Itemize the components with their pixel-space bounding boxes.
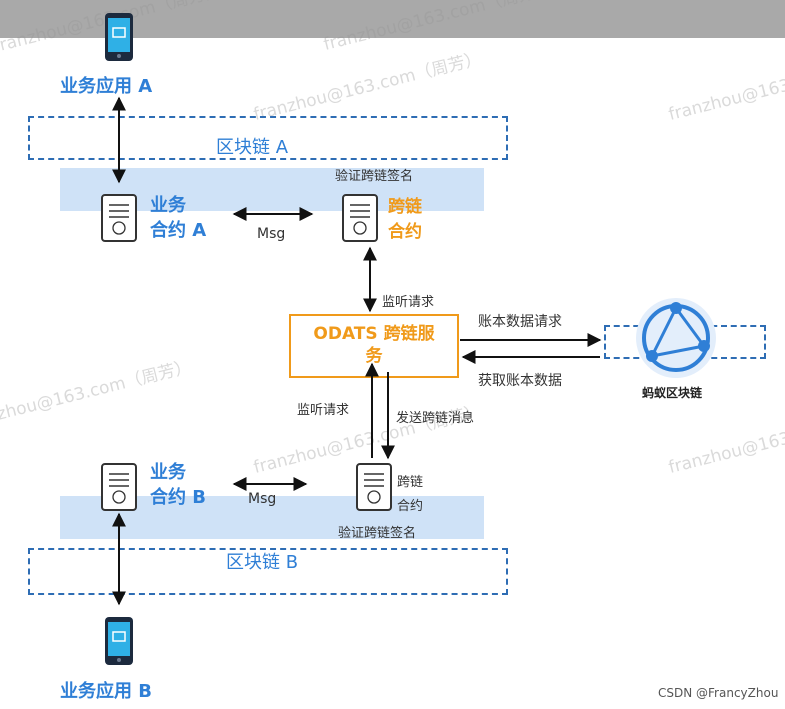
send-cross-chain-msg: 发送跨链消息 [396,411,475,426]
cross-contract-bottom-line1: 跨链 [397,475,424,490]
cross-contract-top-line1: 跨链 [388,197,422,217]
odats-line1: ODATS 跨链服 [313,324,435,344]
listen-request-top: 监听请求 [382,295,435,310]
cross-contract-top-label: 跨链 合约 [388,195,422,245]
contract-b-line1: 业务 [150,462,186,483]
contract-document-icon [342,194,378,242]
csdn-credit: CSDN @FrancyZhou [658,686,779,700]
contract-document-icon [101,463,137,511]
odats-line2: 务 [365,346,383,366]
verify-signature-top: 验证跨链签名 [335,169,414,184]
app-a-label: 业务应用 A [60,76,153,97]
cross-contract-top-line2: 合约 [388,222,422,242]
app-b-label: 业务应用 B [60,681,152,702]
ant-blockchain-logo-icon [636,298,716,378]
contract-a-label: 业务 合约 A [150,193,206,243]
listen-request-bottom: 监听请求 [297,403,350,418]
contract-a-line1: 业务 [150,195,186,216]
chain-b-box [28,548,508,595]
phone-icon [105,13,133,61]
chain-a-box [28,116,508,160]
contract-a-line2: 合约 A [150,220,207,241]
msg-label-top: Msg [257,226,286,242]
chain-b-label: 区块链 B [226,552,299,573]
contract-document-icon [101,194,137,242]
ledger-fetch-label: 获取账本数据 [478,373,562,389]
phone-icon [105,617,133,665]
contract-b-label: 业务 合约 B [150,460,206,510]
contract-document-icon [356,463,392,511]
msg-label-bottom: Msg [248,491,277,507]
odats-to-cross-contract-bottom-arrows [365,362,395,460]
ledger-request-label: 账本数据请求 [478,314,562,330]
cross-contract-bottom-line2: 合约 [397,499,424,514]
contract-b-line2: 合约 B [150,487,206,508]
ant-chain-label: 蚂蚁区块链 [642,386,703,400]
chain-a-label: 区块链 A [216,137,289,158]
cross-contract-bottom-label: 跨链 合约 [397,471,423,519]
verify-signature-bottom: 验证跨链签名 [338,526,417,541]
